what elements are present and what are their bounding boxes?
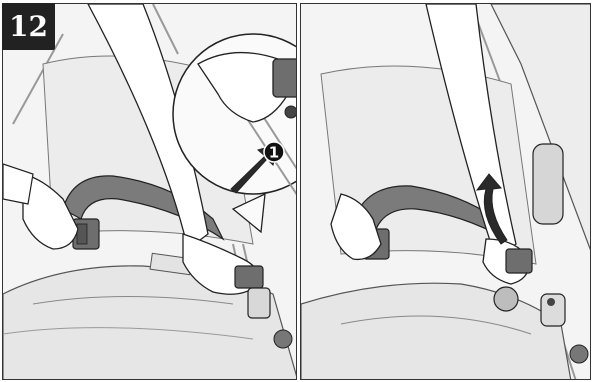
detail-magnifier — [172, 33, 296, 234]
left-panel — [2, 3, 297, 380]
seat-cushion-right — [301, 282, 572, 379]
right-panel — [300, 3, 591, 380]
harness-strap — [62, 175, 225, 241]
released-buckle — [493, 286, 566, 327]
wheel — [273, 329, 293, 349]
left-hand — [22, 173, 79, 250]
left-illustration — [3, 4, 296, 379]
right-illustration — [301, 4, 590, 379]
step-number-badge: 12 — [2, 3, 55, 50]
right-buckle-lift — [505, 248, 533, 274]
lift-arrow — [475, 173, 508, 245]
left-hand-right — [330, 193, 382, 261]
right-buckle — [234, 265, 271, 319]
shoulder-pad — [532, 143, 564, 225]
wheel-right — [569, 344, 589, 364]
